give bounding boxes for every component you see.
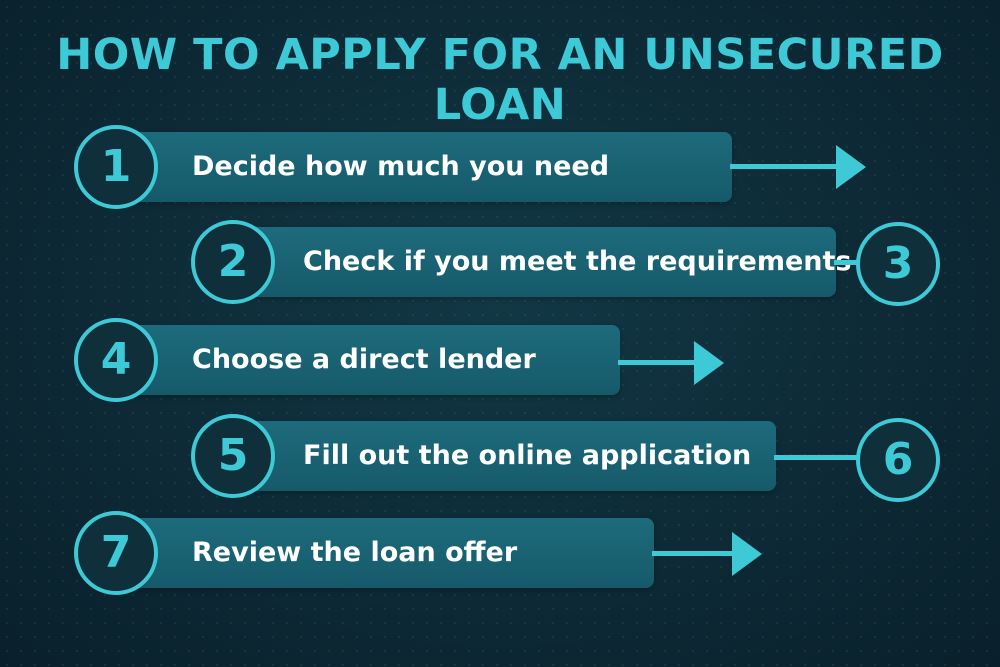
step-7-label: Review the loan offer — [192, 537, 518, 568]
step-1-label: Decide how much you need — [192, 151, 610, 182]
step-2-bar: Check if you meet the requirements — [228, 227, 852, 297]
step-2-label: Check if you meet the requirements — [303, 246, 852, 277]
step-6-circle: 6 — [856, 418, 940, 502]
step-7-circle: 7 — [74, 511, 158, 595]
step-1-bar: Decide how much you need — [112, 132, 732, 202]
step-4-arrow-line — [618, 360, 696, 365]
step-4-arrow-head-icon — [694, 341, 724, 385]
step-4-bar: Choose a direct lender — [112, 325, 620, 395]
step-4-circle: 4 — [74, 318, 158, 402]
step-5-circle: 5 — [191, 414, 275, 498]
step-1-circle: 1 — [74, 125, 158, 209]
step-5-connector — [774, 455, 862, 460]
step-7-bar: Review the loan offer — [112, 518, 654, 588]
step-7-arrow-head-icon — [732, 532, 762, 576]
step-4-label: Choose a direct lender — [192, 344, 536, 375]
step-5-label: Fill out the online application — [303, 440, 752, 471]
page-title: HOW TO APPLY FOR AN UNSECURED LOAN — [56, 30, 944, 130]
step-1-arrow-line — [730, 164, 840, 169]
step-1-arrow-head-icon — [836, 145, 866, 189]
step-2-connector — [834, 260, 862, 265]
step-7-arrow-line — [652, 551, 736, 556]
step-3-circle: 3 — [856, 222, 940, 306]
step-5-bar: Fill out the online application — [228, 421, 776, 491]
step-2-circle: 2 — [191, 220, 275, 304]
